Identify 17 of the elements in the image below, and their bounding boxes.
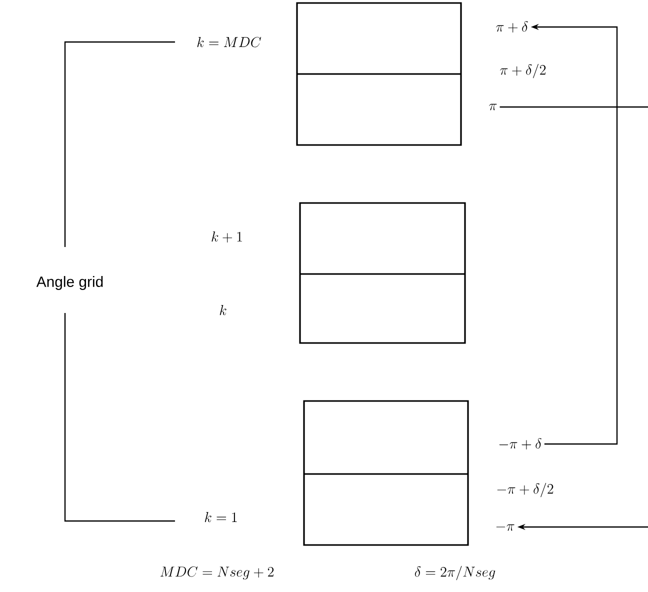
math-label: $\pi$ xyxy=(489,104,497,110)
formula: $MDC=Nseg+2$ xyxy=(160,566,274,580)
math-label: $\pi+\delta/2$ xyxy=(500,64,546,78)
grid-cell-box xyxy=(299,202,466,344)
formula: $\delta=2\pi/Nseg$ xyxy=(414,566,496,580)
formula: $k = MDC$ xyxy=(197,36,262,48)
formula: $k+1$ xyxy=(212,231,242,243)
math-label: $-\pi+\delta$ xyxy=(499,438,542,450)
math-label: $\pi+\delta$ xyxy=(496,21,528,33)
grid-cell-box xyxy=(303,400,469,546)
bracket-label: Angle grid xyxy=(36,276,103,290)
math-label: $-\pi+\delta/2$ xyxy=(497,482,554,498)
grid-cell-box xyxy=(296,2,462,146)
arrow xyxy=(500,106,648,530)
formula: $k = 1$ xyxy=(204,512,237,522)
math-label: $-\pi$ xyxy=(496,524,514,531)
formula: $k$ xyxy=(220,305,226,316)
